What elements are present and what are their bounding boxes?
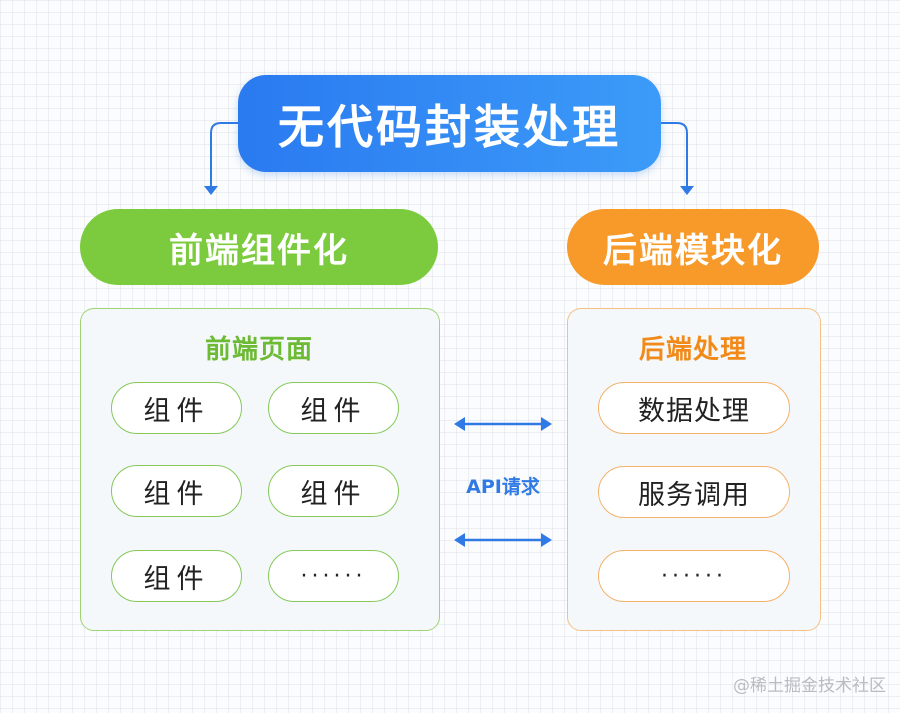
api-arrow-bottom — [454, 533, 552, 547]
frontend-item: 组件 — [111, 465, 242, 517]
backend-item: 数据处理 — [598, 382, 790, 434]
frontend-item: 组件 — [268, 465, 399, 517]
backend-header: 后端模块化 — [567, 209, 819, 285]
frontend-header: 前端组件化 — [80, 209, 438, 285]
frontend-item-more: ······ — [268, 550, 399, 602]
connector-left-arrowhead — [204, 186, 218, 195]
frontend-panel-title: 前端页面 — [204, 335, 313, 365]
api-arrow-top — [454, 417, 552, 431]
frontend-item: 组件 — [268, 382, 399, 434]
watermark: @稀土掘金技术社区 — [733, 676, 886, 696]
connector-left — [210, 122, 238, 187]
api-request-label: API请求 — [466, 476, 540, 498]
backend-item: 服务调用 — [598, 466, 790, 518]
backend-panel-title: 后端处理 — [638, 335, 747, 365]
frontend-header-text: 前端组件化 — [169, 230, 349, 271]
connector-right — [661, 122, 688, 187]
connector-right-arrowhead — [680, 186, 694, 195]
frontend-item: 组件 — [111, 382, 242, 434]
backend-header-text: 后端模块化 — [603, 230, 783, 271]
backend-item-more: ······ — [598, 550, 790, 602]
title-pill: 无代码封装处理 — [238, 75, 661, 172]
title-text: 无代码封装处理 — [278, 99, 621, 154]
frontend-item: 组件 — [111, 550, 242, 602]
